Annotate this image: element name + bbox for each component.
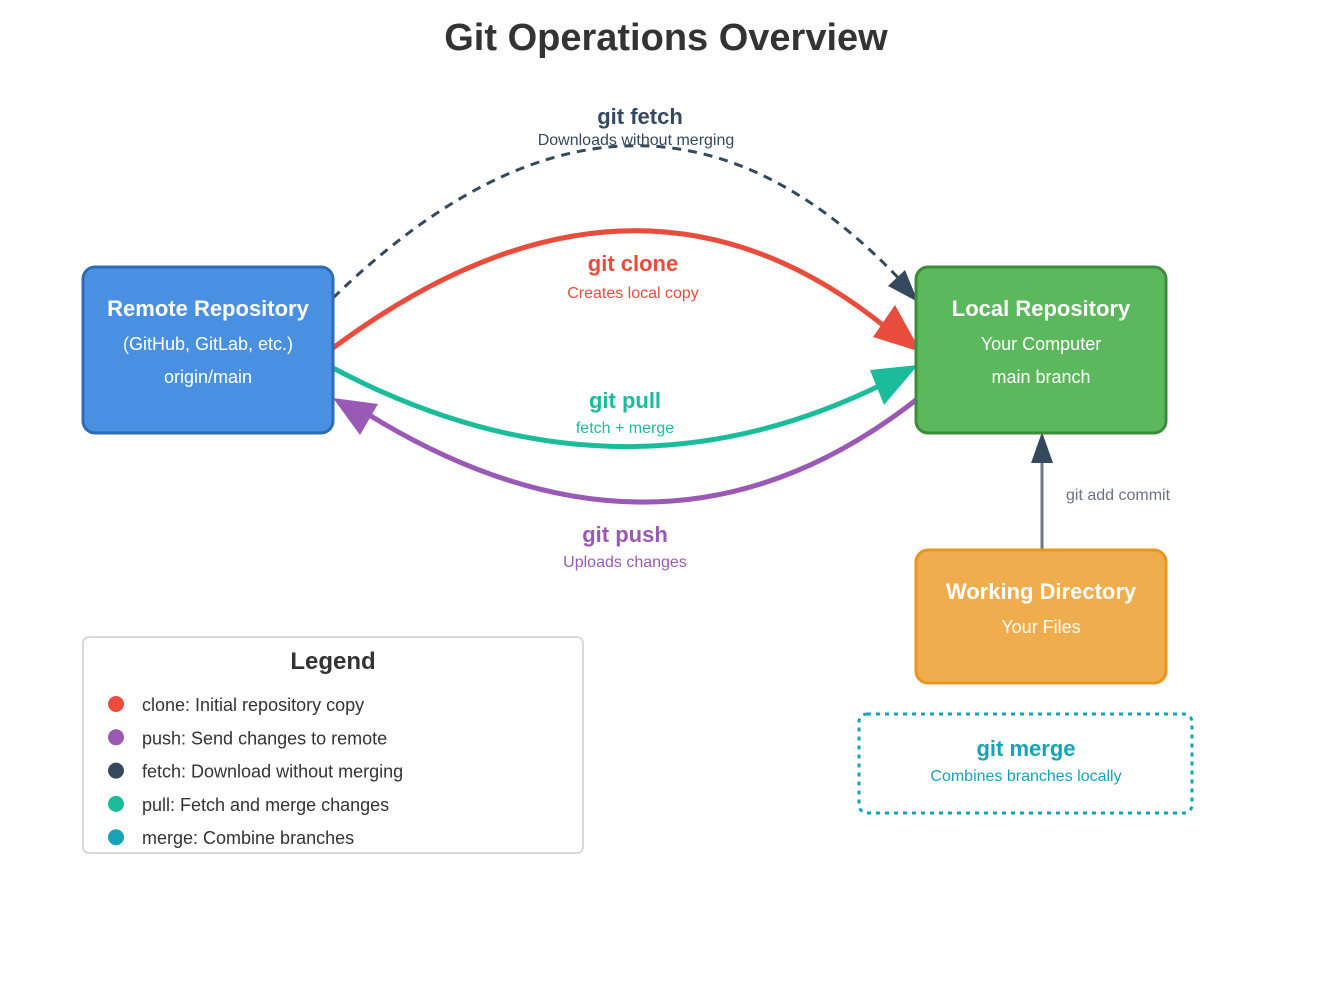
local-repository-node: Local Repository Your Computer main bran… [914,265,1168,435]
legend-item-label: push: Send changes to remote [142,728,387,748]
clone-arrow-head [873,305,921,352]
legend-item-label: clone: Initial repository copy [142,695,364,715]
pull-label: git pull [589,388,661,413]
working-directory-box [914,548,1168,685]
fetch-label: git fetch [597,104,683,129]
remote-repository-node: Remote Repository (GitHub, GitLab, etc.)… [81,265,335,435]
push-label: git push [582,522,668,547]
fetch-arrow-head [888,270,918,302]
local-repository-location: Your Computer [981,334,1101,354]
legend-item-label: merge: Combine branches [142,828,354,848]
pull-sublabel: fetch + merge [576,420,674,437]
fetch-sublabel: Downloads without merging [538,132,735,149]
push-arrow-line [356,398,918,505]
legend-title: Legend [290,648,375,675]
remote-repository-title: Remote Repository [107,296,309,321]
git-merge-box: git merge Combines branches locally [857,712,1194,815]
remote-repository-hosts: (GitHub, GitLab, etc.) [123,334,293,354]
legend-item: merge: Combine branches [108,828,354,848]
legend-swatch [108,696,124,712]
push-sublabel: Uploads changes [563,554,687,571]
legend-swatch [108,762,124,779]
clone-label: git clone [588,251,678,276]
remote-repository-box [81,265,335,435]
push-arrow-head [333,398,378,435]
add-commit-arrow-head [1031,432,1053,463]
local-repository-box [914,265,1168,435]
legend-swatch [108,829,124,846]
legend: Legend clone: Initial repository copy pus… [82,636,584,854]
remote-repository-branch: origin/main [164,367,252,387]
working-directory-node: Working Directory Your Files [914,548,1168,685]
legend-item-label: pull: Fetch and merge changes [142,795,389,815]
git-merge-border [857,712,1194,815]
legend-item: pull: Fetch and merge changes [108,795,389,815]
pull-arrow-line [331,365,897,450]
local-repository-title: Local Repository [952,296,1131,321]
clone-sublabel: Creates local copy [567,285,699,302]
working-directory-title: Working Directory [946,579,1137,604]
legend-item: clone: Initial repository copy [108,695,364,715]
legend-item-label: fetch: Download without merging [142,762,403,782]
add-commit-label: git add commit [1066,487,1171,504]
legend-item: fetch: Download without merging [108,762,403,782]
clone-arrow-line [331,228,897,351]
legend-swatch [108,729,124,746]
fetch-arrow-line [331,144,907,300]
local-repository-branch: main branch [991,367,1090,387]
page-title: Git Operations Overview [444,17,888,59]
legend-swatch [108,795,124,812]
pull-arrow-head [870,365,918,405]
legend-item: push: Send changes to remote [108,728,387,748]
working-directory-files: Your Files [1001,617,1080,637]
legend-box [82,636,584,854]
git-merge-sublabel: Combines branches locally [930,768,1121,785]
git-merge-label: git merge [976,736,1075,761]
